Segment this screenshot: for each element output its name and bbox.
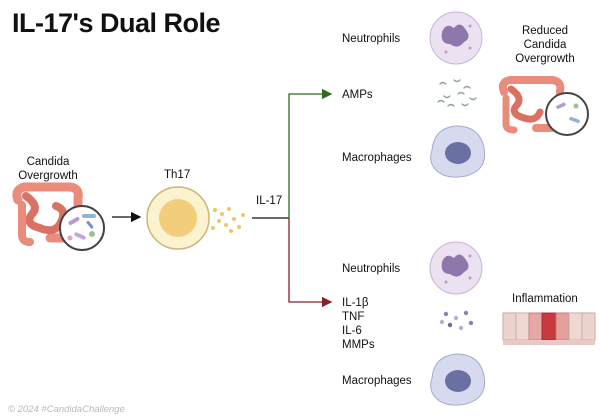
macrophage-top-icon bbox=[430, 125, 486, 178]
copyright-footer: © 2024 #CandidaChallenge bbox=[8, 404, 125, 415]
cytokine-item: IL-1β bbox=[342, 297, 369, 309]
neutrophil-bottom-icon bbox=[429, 241, 483, 295]
page-title: IL-17's Dual Role bbox=[12, 8, 220, 38]
il17-label: IL-17 bbox=[256, 195, 283, 207]
magnifier-microbes-icon bbox=[59, 205, 105, 251]
neutrophil-top-icon bbox=[429, 11, 483, 65]
th17-label: Th17 bbox=[164, 169, 191, 181]
amps-particles-icon bbox=[437, 79, 477, 107]
candida-overgrowth-label: Candida Overgrowth bbox=[18, 156, 78, 182]
cytokine-item: MMPs bbox=[342, 339, 375, 351]
macrophage-bottom-icon bbox=[430, 353, 486, 406]
cytokine-item: IL-6 bbox=[342, 325, 362, 337]
neutrophils-bottom-label: Neutrophils bbox=[342, 263, 401, 275]
magnifier-reduced-icon bbox=[545, 92, 589, 136]
inflammation-label: Inflammation bbox=[512, 293, 578, 305]
protective-branch-arrow bbox=[288, 88, 333, 218]
cytokine-item: TNF bbox=[342, 311, 365, 323]
cytokine-list: IL-1β TNF IL-6 MMPs bbox=[342, 296, 375, 352]
reduced-overgrowth-label: Reduced Candida Overgrowth bbox=[515, 25, 575, 65]
neutrophils-top-label: Neutrophils bbox=[342, 33, 401, 45]
inflamed-tissue-icon bbox=[502, 312, 596, 345]
macrophages-bottom-label: Macrophages bbox=[342, 375, 412, 387]
th17-cell-icon bbox=[146, 186, 210, 250]
amps-label: AMPs bbox=[342, 89, 373, 101]
inflammatory-branch-arrow bbox=[288, 218, 333, 308]
cytokine-particles-icon bbox=[439, 310, 474, 331]
il17-particles-icon bbox=[211, 207, 245, 233]
macrophages-top-label: Macrophages bbox=[342, 152, 412, 164]
